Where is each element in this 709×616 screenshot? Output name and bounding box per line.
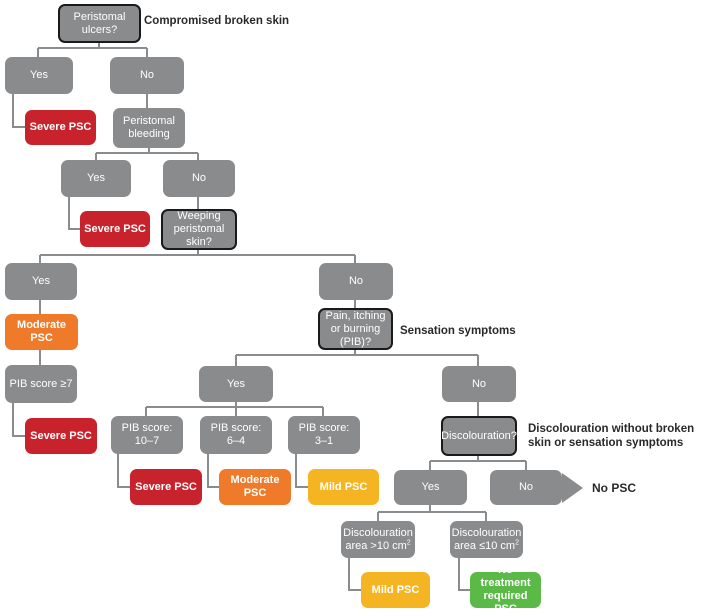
question-discolouration: Discolouration? [441,416,517,456]
answer-bleeding-no: No [163,160,235,197]
question-peristomal-ulcers: Peristomal ulcers? [58,4,141,43]
result-no-psc: No PSC [592,481,637,495]
question-peristomal-bleeding: Peristomal bleeding [113,108,185,148]
result-moderate-psc-pib: Moderate PSC [219,469,291,505]
area-le-10cm2: Discolouration area ≤10 cm2 [450,521,523,558]
note-compromised-broken-skin: Compromised broken skin [144,15,290,27]
answer-weeping-yes: Yes [5,263,77,300]
answer-discolouration-no: No [490,470,562,505]
answer-bleeding-yes: Yes [61,160,131,197]
arrow-right-icon [562,473,583,503]
answer-discolouration-yes: Yes [394,470,467,505]
answer-ulcers-no: No [110,57,184,94]
area-greater-10cm2: Discolouration area >10 cm2 [341,521,415,558]
result-mild-psc-discolouration: Mild PSC [361,572,430,608]
result-severe-psc-ulcers: Severe PSC [25,110,96,145]
result-severe-psc-bleeding: Severe PSC [80,211,150,247]
result-moderate-psc-weeping: Moderate PSC [5,314,78,350]
note-sensation-symptoms: Sensation symptoms [400,325,516,337]
answer-weeping-no: No [319,263,393,300]
question-weeping-peristomal-skin: Weeping peristomal skin? [161,209,237,250]
answer-ulcers-yes: Yes [5,57,73,94]
answer-pib-no: No [442,366,516,402]
pib-score-ge7: PIB score ≥7 [5,365,77,403]
question-pain-itching-burning: Pain, itching or burning (PIB)? [318,308,393,350]
result-severe-psc-pib: Severe PSC [130,469,202,505]
note-discolouration: Discolouration without broken skin or se… [528,423,695,449]
pib-score-6-4: PIB score: 6–4 [200,416,272,454]
result-no-treatment-required: No treatment required PSC [470,564,541,615]
pib-score-10-7: PIB score: 10–7 [111,416,183,454]
answer-pib-yes: Yes [199,366,273,402]
pib-score-3-1: PIB score: 3–1 [288,416,360,454]
result-severe-psc-weeping: Severe PSC [25,418,97,454]
result-mild-psc-pib: Mild PSC [308,469,379,505]
